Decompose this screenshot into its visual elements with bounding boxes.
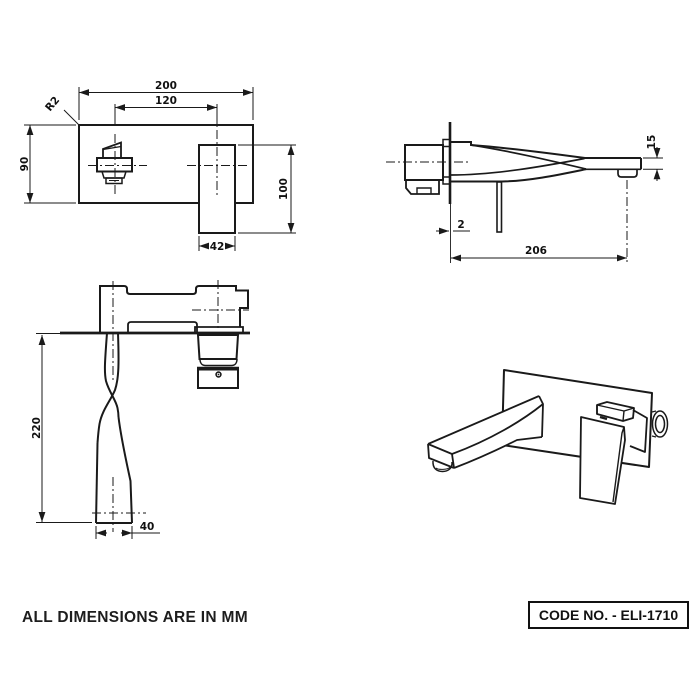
side-view-labels: 2 206 15 [457,135,658,257]
perspective-view [427,369,669,505]
dim-label-206: 206 [525,245,547,257]
plan-view-labels: 220 40 [31,417,154,533]
persp-handle [579,401,648,505]
side-inwall-body [404,138,451,195]
plan-handle-flange [194,326,244,333]
side-dim-206 [451,180,628,263]
plan-centerlines [92,280,249,532]
side-spout [450,141,642,233]
front-dim-120 [114,104,218,127]
dim-label-42: 42 [210,241,225,253]
handle-screw [215,371,222,378]
side-view [386,122,663,263]
code-number-label: CODE NO. - ELI-1710 [538,607,679,623]
front-view [24,87,296,251]
plan-dim-40 [95,526,160,539]
persp-aerator-fitting [651,410,669,438]
dim-label-100: 100 [278,178,290,200]
dim-label-40: 40 [140,521,155,533]
dim-label-200: 200 [155,80,177,92]
plan-body [99,285,249,332]
dim-label-220: 220 [31,417,43,439]
front-dim-200 [78,87,254,120]
front-r2-leader [63,109,80,126]
dim-label-2: 2 [457,219,464,231]
front-dim-100 [238,144,296,234]
plan-spout [95,332,133,524]
front-centerlines [88,130,249,197]
plan-handle [196,334,240,389]
dim-label-15: 15 [646,135,658,150]
dimensions-note: ALL DIMENSIONS ARE IN MM [22,609,248,626]
plan-dim-220 [36,335,92,523]
plan-mid-flange [127,321,198,333]
front-dim-90 [24,124,76,204]
front-dim-42 [198,236,236,251]
front-view-labels: 200 120 R2 90 100 42 [19,80,290,253]
front-wall-plate [78,124,254,204]
dim-label-90: 90 [19,157,31,172]
plan-view [36,280,250,539]
dim-label-120: 120 [155,95,177,107]
persp-spout [427,395,544,473]
dim-label-r2: R2 [43,94,62,114]
code-number-box: CODE NO. - ELI-1710 [528,601,689,629]
side-dim-15 [643,147,663,181]
